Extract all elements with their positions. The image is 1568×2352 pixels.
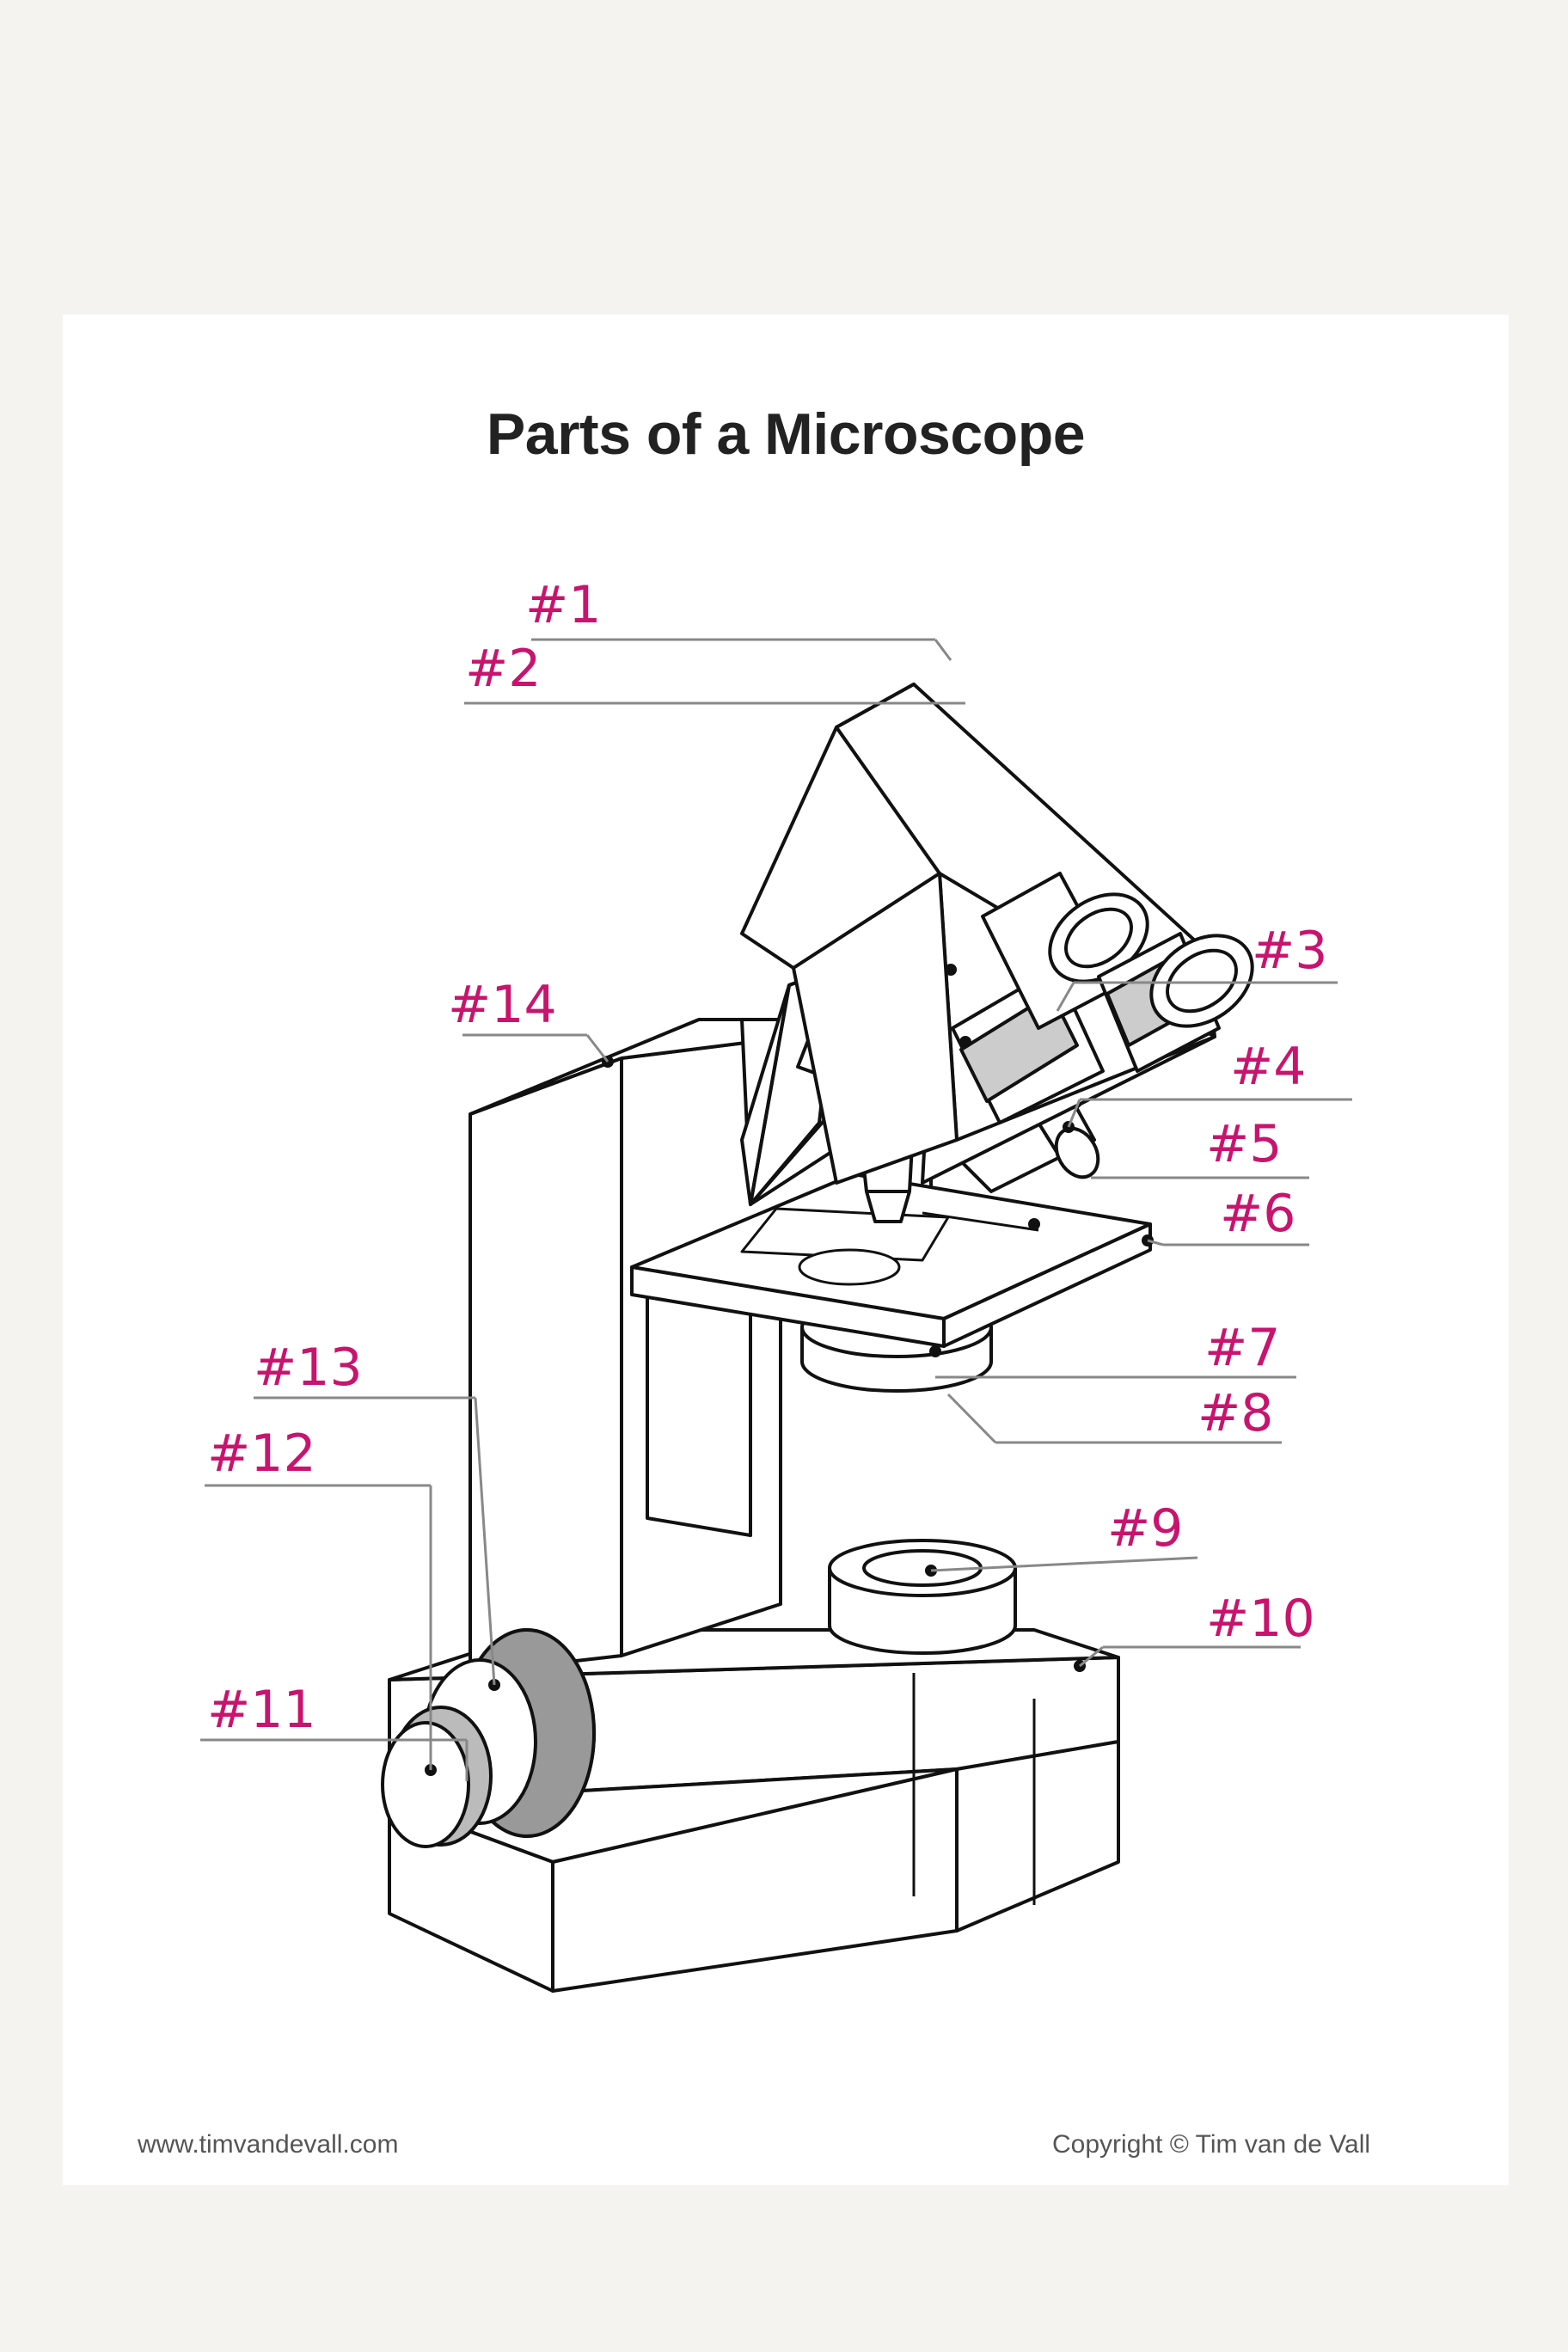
footer-url: www.timvandevall.com <box>138 2130 399 2159</box>
label-8: #8 <box>1197 1383 1273 1443</box>
focus-knobs <box>381 1628 596 1848</box>
footer-copyright: Copyright © Tim van de Vall <box>1052 2130 1371 2159</box>
label-5: #5 <box>1206 1114 1282 1174</box>
label-14: #14 <box>448 975 557 1035</box>
label-2: #2 <box>465 639 541 699</box>
label-4: #4 <box>1230 1037 1306 1097</box>
microscope-head <box>740 683 1216 1206</box>
label-3: #3 <box>1252 921 1327 981</box>
part-labels: #1 #2 #3 #4 #5 #6 #7 #8 #9 #10 #11 #12 #… <box>207 575 1327 1740</box>
label-9: #9 <box>1107 1498 1183 1559</box>
eyepieces <box>945 872 1254 1124</box>
label-1: #1 <box>525 575 601 635</box>
label-6: #6 <box>1220 1184 1295 1244</box>
label-10: #10 <box>1206 1589 1315 1649</box>
label-7: #7 <box>1204 1318 1280 1378</box>
label-13: #13 <box>254 1338 363 1398</box>
worksheet-title: Parts of a Microscope <box>486 401 1086 467</box>
stage-support <box>646 1284 752 1537</box>
worksheet-page: Parts of a Microscope <box>63 315 1509 2185</box>
label-11: #11 <box>207 1680 316 1740</box>
label-12: #12 <box>207 1424 316 1484</box>
leader-lines <box>200 638 1352 1781</box>
stage <box>630 1173 1154 1348</box>
microscope-diagram: #1 #2 #3 #4 #5 #6 #7 #8 #9 #10 #11 #12 #… <box>200 575 1352 1993</box>
illuminator <box>828 1539 1017 1655</box>
